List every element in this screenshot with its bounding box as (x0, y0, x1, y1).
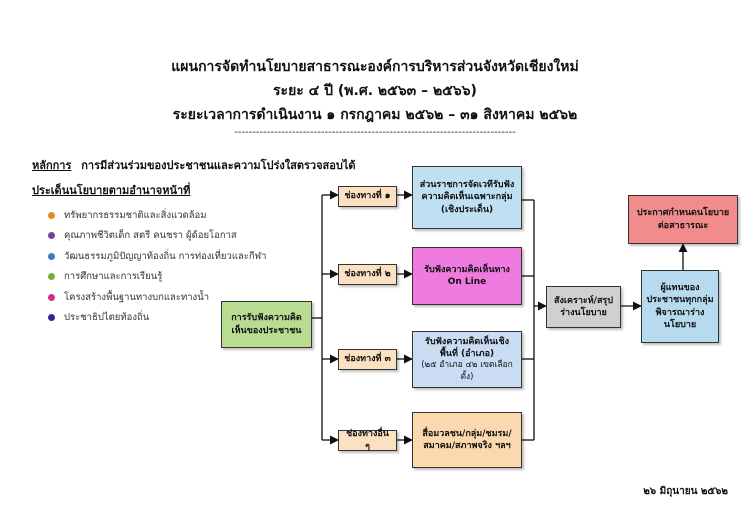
representatives-text: ผู้แทนของประชาชนทุกกลุ่มพิจารณาร่างนโยบา… (646, 283, 714, 330)
principle-text: การมีส่วนร่วมของประชาชนและความโปร่งใสตรว… (81, 159, 356, 172)
list-item: คุณภาพชีวิตเด็ก สตรี คนชรา ผู้ด้อยโอกาส (48, 226, 266, 247)
channel-1-detail-box: ส่วนราชการจัดเวทีรับฟังความคิดเห็นเฉพาะก… (412, 166, 522, 229)
principle-label: หลักการ (32, 159, 72, 172)
channel-label: ช่องทางที่ ๓ (344, 354, 391, 365)
document-date: ๒๖ มิถุนายน ๒๕๖๒ (643, 486, 728, 497)
start-box: การรับฟังความคิดเห็นของประชาชน (221, 301, 312, 348)
channel-other-box: ช่องทางอื่น ๆ (338, 429, 397, 452)
start-text: การรับฟังความคิดเห็นของประชาชน (231, 313, 302, 336)
title-line-3: ระยะเวลาการดำเนินงาน ๑ กรกฎาคม ๒๕๖๒ – ๓๑… (172, 107, 578, 123)
analyze-box: สังเคราะห์/สรุปร่างนโยบาย (546, 286, 621, 328)
title-line-2: ระยะ ๔ ปี (พ.ศ. ๒๕๖๓ – ๒๕๖๖) (273, 83, 477, 99)
channel-detail-text: รับฟังความคิดเห็นเชิงพื้นที่ (อำเภอ) (425, 336, 509, 360)
issue-list: ทรัพยากรธรรมชาติและสิ่งแวดล้อม คุณภาพชีว… (48, 205, 266, 328)
list-item: โครงสร้างพื้นฐานทางบกและทางน้ำ (48, 287, 266, 308)
bullet-dot-icon (48, 314, 55, 322)
channel-detail-text: รับฟังความคิดเห็นทาง On Line (424, 264, 510, 287)
channel-label: ช่องทางอื่น ๆ (346, 429, 389, 452)
issues-title: ประเด็นนโยบายตามอำนาจหน้าที่ (32, 184, 191, 197)
list-item: วัฒนธรรมภูมิปัญญาท้องถิ่น การท่องเที่ยวแ… (48, 246, 266, 267)
channel-3-box: ช่องทางที่ ๓ (338, 349, 397, 370)
analyze-text: สังเคราะห์/สรุปร่างนโยบาย (554, 295, 613, 318)
bullet-dot-icon (48, 293, 55, 301)
title-line-1: แผนการจัดทำนโยบายสาธารณะองค์การบริหารส่ว… (171, 59, 579, 75)
bullet-dot-icon (48, 252, 55, 260)
divider: ----------------------------------------… (234, 127, 516, 138)
channel-label: ช่องทางที่ ๑ (344, 191, 391, 202)
announce-box: ประกาศกำหนดนโยบายต่อสาธารณะ (628, 195, 738, 244)
issue-text: ประชาธิปไตยท้องถิ่น (64, 312, 150, 324)
bullet-dot-icon (48, 211, 55, 219)
channel-detail-subtext: (๒๕ อำเภอ ๔๒ เขตเลือกตั้ง) (421, 360, 513, 382)
issue-text: คุณภาพชีวิตเด็ก สตรี คนชรา ผู้ด้อยโอกาส (64, 230, 237, 242)
channel-other-detail-box: สื่อมวลชน/กลุ่ม/ชมรม/สมาคม/สภาพจริง ฯลฯ (412, 412, 522, 468)
channel-1-box: ช่องทางที่ ๑ (338, 186, 397, 207)
representatives-box: ผู้แทนของประชาชนทุกกลุ่มพิจารณาร่างนโยบา… (641, 270, 719, 343)
issue-text: การศึกษาและการเรียนรู้ (64, 271, 163, 283)
list-item: ประชาธิปไตยท้องถิ่น (48, 308, 266, 329)
channel-detail-text: สื่อมวลชน/กลุ่ม/ชมรม/สมาคม/สภาพจริง ฯลฯ (422, 428, 512, 451)
issue-text: โครงสร้างพื้นฐานทางบกและทางน้ำ (64, 291, 210, 303)
list-item: ทรัพยากรธรรมชาติและสิ่งแวดล้อม (48, 205, 266, 226)
announce-text: ประกาศกำหนดนโยบายต่อสาธารณะ (636, 208, 730, 231)
channel-label: ช่องทางที่ ๒ (344, 269, 391, 280)
channel-detail-text: ส่วนราชการจัดเวทีรับฟังความคิดเห็นเฉพาะก… (419, 180, 515, 215)
issue-text: วัฒนธรรมภูมิปัญญาท้องถิ่น การท่องเที่ยวแ… (64, 250, 267, 262)
channel-2-detail-box: รับฟังความคิดเห็นทาง On Line (412, 247, 522, 305)
list-item: การศึกษาและการเรียนรู้ (48, 267, 266, 288)
channel-2-box: ช่องทางที่ ๒ (338, 264, 397, 285)
bullet-dot-icon (48, 273, 55, 281)
principle: หลักการ การมีส่วนร่วมของประชาชนและความโป… (32, 156, 356, 174)
bullet-dot-icon (48, 232, 55, 240)
channel-3-detail-box: รับฟังความคิดเห็นเชิงพื้นที่ (อำเภอ)(๒๕ … (412, 331, 522, 388)
issue-text: ทรัพยากรธรรมชาติและสิ่งแวดล้อม (64, 209, 207, 221)
